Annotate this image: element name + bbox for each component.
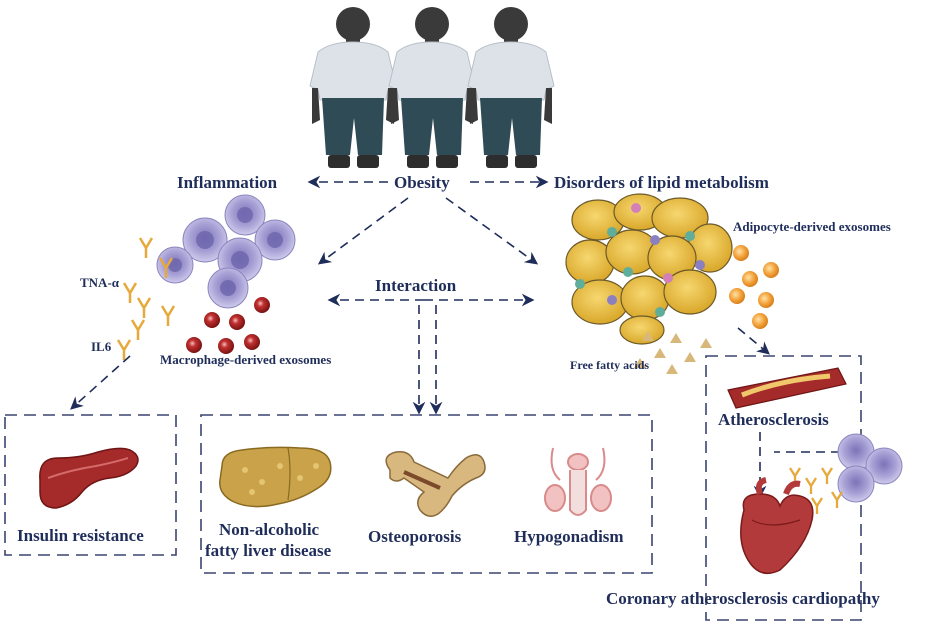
macrophage-exosomes-label: Macrophage-derived exosomes xyxy=(160,352,331,367)
atherosclerosis-label: Atherosclerosis xyxy=(718,410,829,429)
bone-illustration xyxy=(385,450,486,517)
pancreas-illustration xyxy=(39,447,139,509)
tna-alpha-label: TNA-α xyxy=(80,275,120,290)
arrow-obesity-to-macrophages xyxy=(317,197,409,265)
macrophage-exosomes xyxy=(186,297,270,354)
hypogonadism-label: Hypogonadism xyxy=(514,527,624,546)
adipocyte-cluster xyxy=(565,193,733,345)
adipocyte-exosomes-label: Adipocyte-derived exosomes xyxy=(733,219,891,234)
cytokine-receptors xyxy=(116,237,176,360)
fatty-liver-illustration xyxy=(219,446,332,508)
reproductive-organ-illustration xyxy=(544,447,612,516)
free-fatty-acid-triangles xyxy=(634,331,712,374)
insulin-resistance-label: Insulin resistance xyxy=(17,526,144,545)
person-figure xyxy=(309,7,397,168)
coronary-label: Coronary atherosclerosis cardiopathy xyxy=(606,589,880,608)
free-fatty-acids-label: Free fatty acids xyxy=(570,358,649,372)
arrow-to-insulin-resistance xyxy=(70,355,131,410)
heart-illustration xyxy=(740,477,814,575)
macrophage-cluster xyxy=(156,194,296,309)
adipocyte-nuclei xyxy=(575,203,705,317)
adipocyte-exosomes xyxy=(729,245,779,329)
nafld-label-line1: Non-alcoholic xyxy=(219,520,320,539)
arrow-to-atherosclerosis xyxy=(737,327,770,355)
arrow-obesity-to-adipocytes xyxy=(445,197,539,265)
il6-label: IL6 xyxy=(91,339,112,354)
lipid-metabolism-label: Disorders of lipid metabolism xyxy=(554,173,769,192)
obesity-label: Obesity xyxy=(394,173,450,192)
interaction-label: Interaction xyxy=(375,276,457,295)
nafld-label-line2: fatty liver disease xyxy=(205,541,332,560)
insulin-resistance-box xyxy=(4,414,177,556)
inflammation-label: Inflammation xyxy=(177,173,278,192)
artery-illustration xyxy=(727,367,847,409)
heart-macrophages xyxy=(837,433,903,503)
heart-cytokines xyxy=(789,467,843,514)
obese-people-illustration xyxy=(309,6,555,169)
osteoporosis-label: Osteoporosis xyxy=(368,527,462,546)
